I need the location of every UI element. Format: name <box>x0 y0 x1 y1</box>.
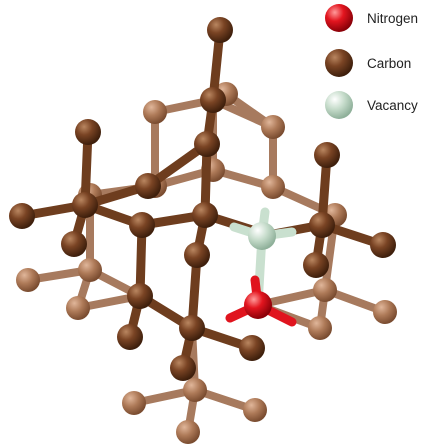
carbon-atom <box>16 268 40 292</box>
legend-nitrogen-label: Nitrogen <box>367 11 418 26</box>
carbon-atom <box>9 203 35 229</box>
carbon-atom <box>194 131 220 157</box>
carbon-atom <box>129 212 155 238</box>
legend-item-vacancy: Vacancy <box>325 91 418 119</box>
carbon-atom <box>261 175 285 199</box>
carbon-atom <box>243 398 267 422</box>
carbon-atom <box>127 283 153 309</box>
carbon-atom <box>370 232 396 258</box>
carbon-atom <box>373 300 397 324</box>
legend-carbon-label: Carbon <box>367 56 411 71</box>
legend-carbon-swatch <box>325 49 353 77</box>
carbon-atom <box>192 202 218 228</box>
carbon-atom <box>309 212 335 238</box>
vacancy-site <box>248 222 276 250</box>
carbon-atom <box>135 173 161 199</box>
carbon-atom <box>117 324 143 350</box>
legend-item-nitrogen: Nitrogen <box>325 4 418 32</box>
carbon-atom <box>313 278 337 302</box>
carbon-atom <box>314 142 340 168</box>
carbon-atom <box>75 119 101 145</box>
carbon-atom <box>143 100 167 124</box>
nitrogen-atom <box>244 291 272 319</box>
carbon-atom <box>183 378 207 402</box>
carbon-atom <box>261 115 285 139</box>
carbon-atom <box>170 355 196 381</box>
carbon-atom <box>179 315 205 341</box>
carbon-atom <box>72 192 98 218</box>
carbon-atom <box>239 335 265 361</box>
carbon-atom <box>207 17 233 43</box>
carbon-atom <box>122 391 146 415</box>
carbon-atom <box>78 258 102 282</box>
carbon-atom <box>184 242 210 268</box>
legend-item-carbon: Carbon <box>325 49 411 77</box>
carbon-atom <box>66 296 90 320</box>
legend: Nitrogen Carbon Vacancy <box>325 4 418 119</box>
carbon-atom <box>303 252 329 278</box>
legend-vacancy-label: Vacancy <box>367 98 418 113</box>
carbon-atom <box>176 420 200 444</box>
carbon-atom <box>200 87 226 113</box>
carbon-atom <box>61 231 87 257</box>
legend-vacancy-swatch <box>325 91 353 119</box>
legend-nitrogen-swatch <box>325 4 353 32</box>
carbon-atom <box>308 316 332 340</box>
foreground-carbon-atoms <box>9 17 396 381</box>
background-carbon-atoms <box>16 82 397 444</box>
